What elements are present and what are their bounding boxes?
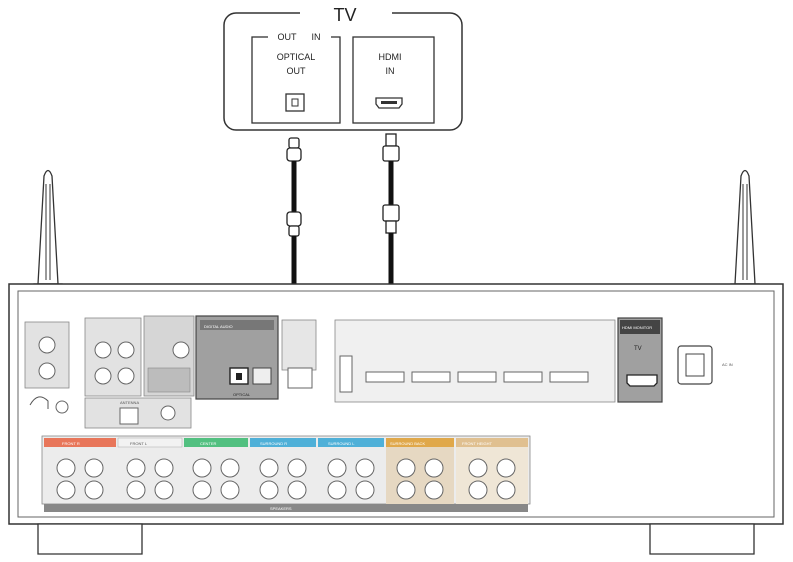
hdmi-monitor-label: HDMI MONITOR (622, 325, 652, 330)
receiver-optical-label: OPTICAL (233, 392, 251, 397)
tv-title: TV (333, 5, 356, 25)
tv-hdmi-label-1: HDMI (379, 52, 402, 62)
foot-left (37, 523, 143, 555)
speaker-group-front-r: FRONT R (44, 438, 116, 500)
tv-optical-label-2: OUT (287, 66, 307, 76)
speaker-group-surround-back: SURROUND BACK (386, 438, 454, 504)
speakers-label: SPEAKERS (270, 506, 292, 511)
tv-in-label: IN (312, 32, 321, 42)
svg-text:CENTER: CENTER (200, 441, 217, 446)
receiver-hdmi-out-port (626, 374, 658, 387)
speaker-group-center: CENTER (184, 438, 248, 500)
tv-panel: TV OUT OPTICAL OUT IN HDMI IN (223, 4, 463, 131)
receiver-rear-panel: ANTENNA DIGITAL AUDIO OPTICAL HDMI MONIT… (8, 283, 784, 555)
tv-optical-label-1: OPTICAL (277, 52, 316, 62)
tv-out-label: OUT (278, 32, 298, 42)
tv-hdmi-label-2: IN (386, 66, 395, 76)
speaker-group-surround-r: SURROUND R (250, 438, 316, 500)
svg-text:FRONT R: FRONT R (62, 441, 80, 446)
svg-text:FRONT HEIGHT: FRONT HEIGHT (462, 441, 492, 446)
digital-audio-label: DIGITAL AUDIO (204, 324, 233, 329)
tv-in-section (352, 36, 435, 124)
svg-text:SURROUND L: SURROUND L (328, 441, 355, 446)
speaker-group-front-l: FRONT L (117, 437, 183, 500)
antenna-label: ANTENNA (120, 400, 139, 405)
speaker-group-front-height: FRONT HEIGHT (456, 438, 528, 504)
receiver-tv-label: TV (634, 346, 642, 352)
ac-in-label: AC IN (722, 362, 733, 367)
foot-right (649, 523, 755, 555)
svg-text:FRONT L: FRONT L (130, 441, 148, 446)
svg-text:SURROUND BACK: SURROUND BACK (390, 441, 425, 446)
svg-text:SURROUND R: SURROUND R (260, 441, 287, 446)
speaker-group-surround-l: SURROUND L (318, 438, 384, 500)
